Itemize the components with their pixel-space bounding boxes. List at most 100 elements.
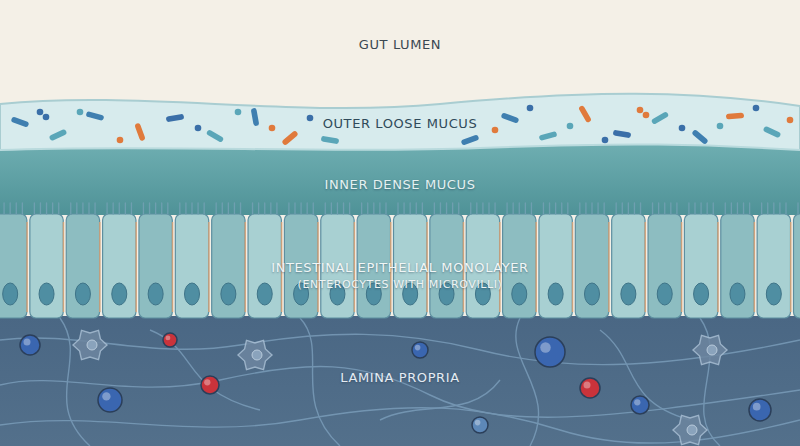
- microvillus: [119, 203, 120, 214]
- layer-label: INTESTINAL EPITHELIAL MONOLAYER: [0, 260, 800, 275]
- microvillus: [725, 203, 726, 214]
- coccus-bacterium: [235, 109, 242, 116]
- microvillus: [94, 203, 95, 214]
- cell-nucleus: [730, 283, 745, 305]
- macrophage-nucleus: [87, 340, 97, 350]
- microvillus: [458, 203, 459, 214]
- layer-sublabel: (ENTEROCYTES WITH MICROVILLI): [0, 278, 800, 291]
- enterocyte: [794, 214, 800, 318]
- cell-nucleus: [585, 283, 600, 305]
- microvillus: [349, 203, 350, 214]
- coccus-bacterium: [37, 109, 44, 116]
- microvillus: [397, 203, 398, 214]
- microvillus: [216, 203, 217, 214]
- microvillus: [155, 203, 156, 214]
- coccus-bacterium: [643, 112, 650, 119]
- microvillus: [652, 203, 653, 214]
- microvillus: [410, 203, 411, 214]
- microvillus: [270, 203, 271, 214]
- rod-bacterium: [166, 114, 185, 123]
- enterocyte: [684, 214, 717, 318]
- microvillus: [258, 203, 259, 214]
- rod-bacterium: [86, 111, 105, 121]
- microvillus: [276, 203, 277, 214]
- microvillus: [125, 203, 126, 214]
- enterocyte: [103, 214, 136, 318]
- cell-nucleus: [185, 283, 200, 305]
- layer-label: OUTER LOOSE MUCUS: [0, 116, 800, 131]
- microvillus: [549, 203, 550, 214]
- cell-highlight: [634, 399, 640, 405]
- microvillus: [525, 203, 526, 214]
- microvillus: [567, 203, 568, 214]
- immune-cell: [535, 337, 565, 367]
- microvillus: [228, 203, 229, 214]
- cell-junction: [717, 222, 719, 312]
- microvillus: [3, 203, 4, 214]
- rod-bacterium: [651, 111, 669, 125]
- coccus-bacterium: [117, 137, 124, 144]
- microvillus: [634, 203, 635, 214]
- microvillus: [779, 203, 780, 214]
- mucus-boundary: [0, 144, 800, 150]
- microvillus: [185, 203, 186, 214]
- microvillus: [743, 203, 744, 214]
- coccus-bacterium: [269, 125, 276, 132]
- rod-bacterium: [501, 112, 520, 123]
- microvillus: [664, 203, 665, 214]
- enterocyte: [721, 214, 754, 318]
- enterocyte: [0, 214, 27, 318]
- microvillus: [519, 203, 520, 214]
- cell-junction: [572, 222, 574, 312]
- cell-junction: [208, 222, 210, 312]
- cell-junction: [790, 222, 792, 312]
- microvillus: [640, 203, 641, 214]
- microvillus: [307, 203, 308, 214]
- macrophage-nucleus: [687, 425, 697, 435]
- microvillus: [731, 203, 732, 214]
- immune-cell: [580, 378, 600, 398]
- rod-bacterium: [251, 108, 260, 127]
- enterocyte: [212, 214, 245, 318]
- cell-nucleus: [3, 283, 18, 305]
- immune-cells: [20, 330, 771, 444]
- microvillus: [331, 203, 332, 214]
- cell-junction: [608, 222, 610, 312]
- immune-cell: [20, 335, 40, 355]
- microvillus: [52, 203, 53, 214]
- connective-fibers: [0, 318, 800, 446]
- immune-cell: [472, 417, 488, 433]
- microvillus: [367, 203, 368, 214]
- cell-nucleus: [75, 283, 90, 305]
- microvillus: [58, 203, 59, 214]
- tissue-band: GUT LUMEN: [0, 0, 800, 100]
- tissue-band: INTESTINAL EPITHELIAL MONOLAYER (ENTEROCY…: [0, 212, 800, 318]
- cell-junction: [63, 222, 65, 312]
- cell-junction: [245, 222, 247, 312]
- rod-bacterium: [578, 105, 592, 123]
- microvillus: [191, 203, 192, 214]
- microvillus: [294, 203, 295, 214]
- microvillus: [76, 203, 77, 214]
- cell-nucleus: [148, 283, 163, 305]
- microvillus: [161, 203, 162, 214]
- microvillus: [288, 203, 289, 214]
- cell-junction: [645, 222, 647, 312]
- tissue-band: LAMINA PROPRIA: [0, 318, 800, 446]
- layer-label: INNER DENSE MUCUS: [0, 177, 800, 192]
- rod-bacterium: [281, 130, 298, 146]
- rod-bacterium: [11, 116, 30, 127]
- microvillus: [204, 203, 205, 214]
- enterocyte: [575, 214, 608, 318]
- lumen-band: [0, 0, 800, 110]
- coccus-bacterium: [567, 123, 574, 130]
- coccus-bacterium: [195, 125, 202, 132]
- microvillus: [543, 203, 544, 214]
- microvillus: [131, 203, 132, 214]
- microvillus: [476, 203, 477, 214]
- microvillus: [513, 203, 514, 214]
- cell-highlight: [102, 392, 110, 400]
- cell-highlight: [753, 403, 761, 411]
- macrophage-nucleus: [252, 350, 262, 360]
- microvillus: [749, 203, 750, 214]
